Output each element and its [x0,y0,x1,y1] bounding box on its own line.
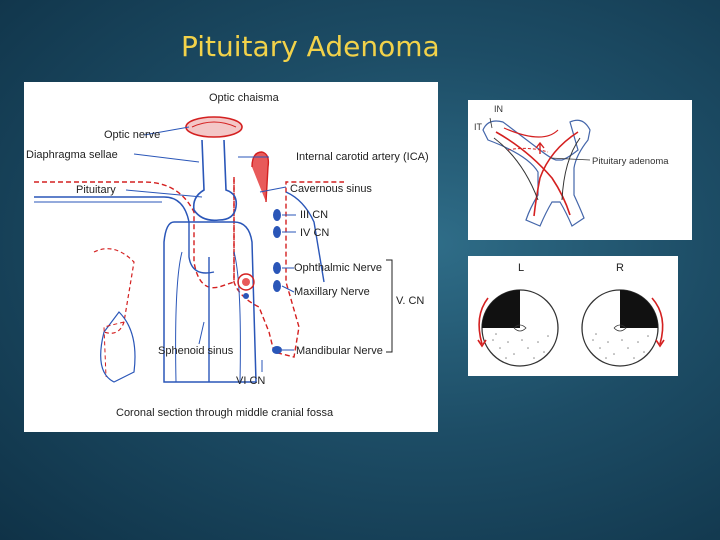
visual-field-svg: L R [477,262,665,367]
visual-field-diagram: L R [468,256,678,376]
label-optic-nerve: Optic nerve [104,129,160,141]
label-left-eye: L [518,262,524,274]
label-diaphragma-sellae: Diaphragma sellae [26,149,118,161]
coronal-section-diagram: Optic chaisma Optic nerve Diaphragma sel… [24,82,438,432]
label-pituitary: Pituitary [76,184,116,196]
label-right-eye: R [616,262,624,274]
label-in: IN [494,104,503,114]
diagram-caption: Coronal section through middle cranial f… [116,407,334,419]
label-maxillary-nerve: Maxillary Nerve [294,286,370,298]
label-cn4: IV CN [300,227,329,239]
coronal-section-svg: Optic chaisma Optic nerve Diaphragma sel… [26,92,429,419]
label-ica: Internal carotid artery (ICA) [296,151,429,163]
label-sphenoid-sinus: Sphenoid sinus [158,345,234,357]
right-visual-field [581,289,665,367]
label-optic-chiasma: Optic chaisma [209,92,280,104]
optic-chiasm-svg: IN IT Pituitary adenoma [474,104,669,227]
label-it: IT [474,122,483,132]
label-cn3: III CN [300,209,328,221]
label-cn6: VI CN [236,375,265,387]
label-pituitary-adenoma: Pituitary adenoma [592,156,669,167]
slide-title: Pituitary Adenoma [181,30,440,63]
left-visual-field [477,289,559,367]
label-mandibular-nerve: Mandibular Nerve [296,345,383,357]
label-v-cn: V. CN [396,295,424,307]
optic-chiasm-diagram: IN IT Pituitary adenoma [468,100,692,240]
label-cavernous-sinus: Cavernous sinus [290,183,372,195]
label-ophthalmic-nerve: Ophthalmic Nerve [294,262,382,274]
